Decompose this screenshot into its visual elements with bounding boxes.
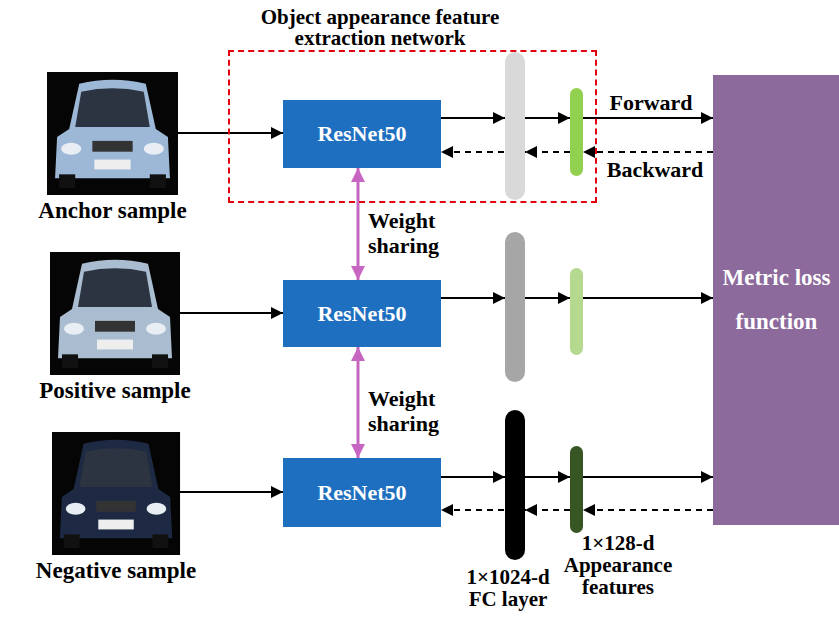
fc-layer-bar [505,232,525,382]
node-text: ResNet50 [317,301,406,327]
node-text: ResNet50 [317,121,406,147]
forward-arrow [178,132,283,134]
node-text: Anchor sample [38,199,186,223]
feature-bar [570,88,583,176]
feature-bar [570,268,583,355]
forward-arrow [180,312,283,314]
feature-extraction-frame: Object appearance feature extraction net… [228,50,597,203]
fc-layer-label: 1×1024-d FC layer [453,566,563,610]
sample-image: Positive sample [50,252,180,375]
feature-bar [570,446,583,533]
negative-car-picture [52,432,180,555]
node-text: Positive sample [39,379,190,403]
edge-label: Forward [609,90,692,115]
resnet-block: ResNet50 [283,280,441,347]
edge-label: Backward [607,157,704,182]
anchor-car-picture [47,72,178,195]
resnet-block: ResNet50 [283,458,441,527]
edge-label: Weight sharing [368,208,468,259]
resnet-block: ResNet50 [283,100,441,168]
fc-layer-bar [505,52,525,200]
sample-image: Anchor sample [47,72,178,195]
node-text: Negative sample [36,559,196,583]
positive-car-picture [50,252,180,375]
forward-arrow [180,491,283,493]
feature-label: 1×128-d Appearance features [553,532,683,598]
edge-label: Weight sharing [368,386,468,437]
node-text: Metric loss function [719,256,834,343]
weight-sharing-arrow [357,347,360,458]
node-text: Object appearance feature extraction net… [230,7,530,49]
weight-sharing-arrow [357,168,360,280]
fc-layer-bar [505,410,525,560]
sample-image: Negative sample [52,432,180,555]
node-text: ResNet50 [317,480,406,506]
metric-loss-box: Metric loss function [713,75,839,525]
arrowheads [493,112,595,516]
